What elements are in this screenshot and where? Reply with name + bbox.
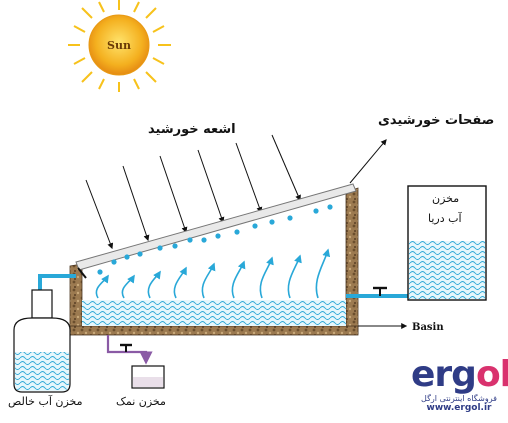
- brand-logo-accent: ol: [475, 354, 508, 395]
- brand-url[interactable]: www.ergol.ir: [426, 403, 492, 413]
- sun-label: Sun: [107, 39, 131, 52]
- feed-valve-icon[interactable]: [373, 286, 387, 296]
- salt-drain-pipe: [106, 335, 153, 365]
- solar-glass-cover: [75, 183, 357, 271]
- sea-water-feed-pipe: [346, 286, 408, 298]
- basin-water: [82, 300, 346, 326]
- evaporation-arrows: [95, 248, 331, 299]
- sea-water-tank: [407, 185, 487, 301]
- condensation-droplets: [97, 204, 333, 275]
- sea-water-tank-label-line1: مخزن: [432, 192, 460, 205]
- sea-water-tank-label-line2: آب دریا: [428, 212, 462, 225]
- fresh-water-tank-label: مخزن آب خالص: [8, 395, 83, 408]
- brand-tagline: فروشگاه اینترنتی ارگل: [421, 394, 497, 403]
- fresh-water-tank: [13, 289, 71, 393]
- ergol-brand[interactable]: ergol فروشگاه اینترنتی ارگل www.ergol.ir: [411, 357, 508, 414]
- brand-logo: ergol: [411, 357, 508, 393]
- salt-tank: [131, 365, 165, 389]
- solar-plate-pointer: [349, 139, 387, 184]
- sun-rays-label: اشعه خورشید: [148, 122, 236, 137]
- basin-frame: [69, 183, 359, 336]
- salt-valve-icon[interactable]: [120, 343, 132, 352]
- salt-tank-label: مخزن نمک: [116, 395, 166, 408]
- basin-label: Basin: [412, 322, 444, 333]
- sun-icon: Sun: [68, 0, 171, 92]
- fresh-water-pipe: [38, 267, 87, 292]
- brand-logo-main: erg: [411, 354, 477, 395]
- solar-plate-label: صفحات خورشیدی: [378, 113, 495, 128]
- sun-ray-arrows: [85, 134, 301, 250]
